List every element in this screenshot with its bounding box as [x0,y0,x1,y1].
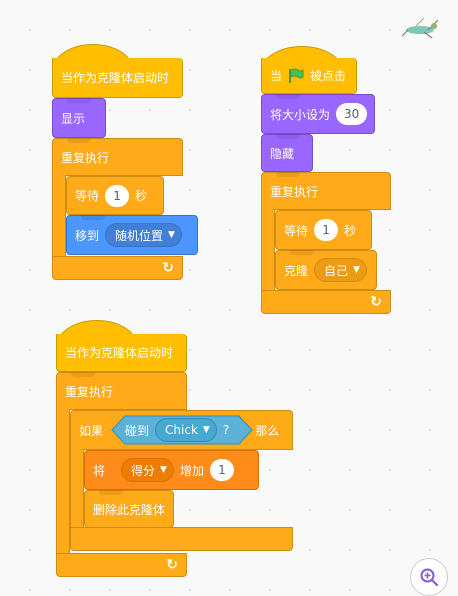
wait-block[interactable]: 等待 1 秒 [66,176,164,215]
wait-seconds-input[interactable]: 1 [314,219,339,241]
touching-prefix: 碰到 [125,423,150,438]
when-start-as-clone-hat[interactable]: 当作为克隆体启动时 [52,58,183,98]
zoom-in-button[interactable] [410,558,448,596]
change-mid: 增加 [179,463,204,478]
touching-target: Chick [165,423,198,437]
show-block[interactable]: 显示 [52,98,106,138]
change-prefix: 将 [93,463,106,478]
set-size-prefix: 将大小设为 [270,107,331,122]
forever-label: 重复执行 [270,184,319,199]
when-flag-clicked-hat[interactable]: 当 被点击 [261,58,357,94]
forever-label: 重复执行 [61,150,110,165]
forever-label: 重复执行 [65,384,114,399]
if-then-block[interactable]: 如果 碰到 Chick ▼ ? 那么 [70,410,293,450]
go-to-block[interactable]: 移到 随机位置 ▼ [66,215,198,255]
if-prefix: 如果 [79,423,104,438]
hide-label: 隐藏 [270,146,295,161]
zoom-in-icon [420,568,439,587]
wait-seconds-input[interactable]: 1 [105,184,130,207]
change-variable-block[interactable]: 将 得分 ▼ 增加 1 [84,450,259,490]
delete-clone-label: 删除此克隆体 [93,502,166,517]
forever-bottom: ↻ [52,256,183,280]
forever-arm [261,209,275,293]
hat-suffix: 被点击 [310,69,347,83]
go-to-target-dropdown[interactable]: 随机位置 ▼ [105,223,182,247]
go-to-target: 随机位置 [115,228,164,243]
wait-block[interactable]: 等待 1 秒 [275,210,372,250]
forever-arm [56,409,70,557]
variable-dropdown[interactable]: 得分 ▼ [121,458,174,482]
hide-block[interactable]: 隐藏 [261,134,313,172]
touching-question: ? [222,423,230,437]
hat-label: 当作为克隆体启动时 [61,71,170,85]
hat-prefix: 当 [270,69,283,83]
forever-bottom: ↻ [56,553,187,577]
dropdown-caret-icon: ▼ [202,425,210,435]
wait-prefix: 等待 [284,223,309,238]
sprite-thumbnail [398,16,448,44]
wait-suffix: 秒 [135,189,148,203]
if-suffix: 那么 [255,423,280,438]
touching-target-dropdown[interactable]: Chick ▼ [155,418,217,442]
show-label: 显示 [61,111,86,126]
touching-block[interactable]: 碰到 Chick ▼ ? [111,415,253,445]
go-to-prefix: 移到 [75,228,100,243]
if-arm [70,449,84,529]
loop-arrow-icon: ↻ [166,557,178,573]
forever-block[interactable]: 重复执行 [56,372,187,410]
loop-arrow-icon: ↻ [370,294,382,310]
dropdown-caret-icon: ▼ [353,265,360,275]
create-clone-prefix: 克隆 [284,263,309,278]
wait-prefix: 等待 [75,189,100,203]
delete-clone-block[interactable]: 删除此克隆体 [84,490,174,528]
when-start-as-clone-hat[interactable]: 当作为克隆体启动时 [56,334,187,372]
clone-target: 自己 [324,263,349,278]
hat-label: 当作为克隆体启动时 [65,346,174,360]
dropdown-caret-icon: ▼ [160,465,167,475]
wait-suffix: 秒 [344,223,357,238]
loop-arrow-icon: ↻ [162,260,174,276]
if-bottom [70,527,293,551]
size-value-input[interactable]: 30 [336,103,368,125]
green-flag-icon [287,67,305,85]
change-value-input[interactable]: 1 [209,459,234,481]
forever-bottom: ↻ [261,290,391,314]
set-size-block[interactable]: 将大小设为 30 [261,94,375,134]
forever-block[interactable]: 重复执行 [261,172,391,210]
clone-target-dropdown[interactable]: 自己 ▼ [314,258,367,282]
create-clone-block[interactable]: 克隆 自己 ▼ [275,250,377,290]
forever-arm [52,175,66,261]
variable-name: 得分 [131,463,156,478]
dropdown-caret-icon: ▼ [168,230,175,240]
forever-block[interactable]: 重复执行 [52,138,183,176]
